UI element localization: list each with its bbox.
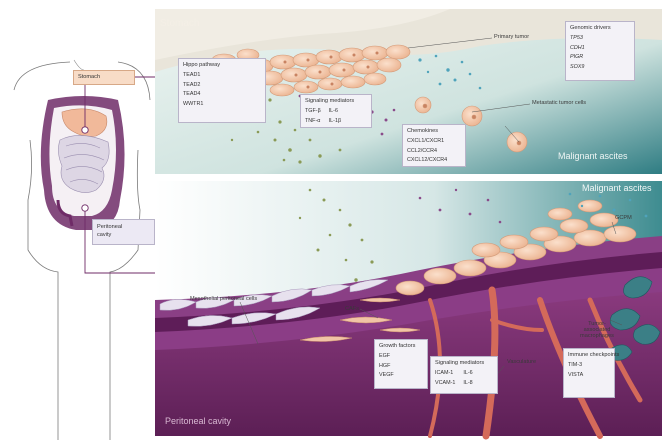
peritoneal-cavity-label: Peritoneal cavity (92, 219, 155, 245)
signaling-top-item: TNF-α (305, 117, 321, 124)
growth-item: EGF (379, 353, 391, 359)
top-panel-title: Stomach (160, 18, 200, 29)
bottom-panel-title: Malignant ascites (582, 183, 652, 193)
top-panel-malignant-ascites: Malignant ascites (558, 151, 628, 161)
bottom-signal-dots (298, 188, 648, 282)
hippo-item: TEAD1 (183, 72, 201, 78)
macrophages (609, 276, 661, 361)
signaling-bottom-title: Signaling mediators (435, 360, 485, 366)
genomic-drivers-title: Genomic drivers (570, 25, 611, 31)
metastatic-cells (414, 96, 528, 153)
hippo-item: WWTR1 (183, 100, 204, 107)
signaling-top-item: TGF-β (305, 108, 321, 114)
mesothelial-cells-label: Mesothelial peritoneal cells (190, 296, 258, 302)
chemokine-item: CXCL1/CXCR1 (407, 138, 445, 144)
signaling-mediators-top-box: Signaling mediators TGF-β TNF-α IL-6 IL-… (300, 94, 372, 128)
caf-cells (299, 297, 421, 342)
immune-item: VISTA (568, 371, 584, 378)
genomic-item: PIGR (570, 54, 584, 60)
bottom-panel-peritoneal-cavity: Peritoneal cavity (165, 416, 232, 426)
genomic-item: TP53 (570, 35, 583, 41)
genomic-item: CDH1 (570, 44, 585, 51)
growth-item: VEGF (379, 372, 394, 378)
gcpm-tumor-cells (395, 199, 637, 296)
chemokines-box: Chemokines CXCL1/CXCR1 CCL2/CCR4 CXCL12/… (402, 124, 466, 167)
metastatic-tumor-cells-label: Metastatic tumor cells (532, 100, 587, 106)
genomic-drivers-box: Genomic drivers TP53 CDH1 PIGR SOX9 (565, 21, 635, 81)
hippo-pathway-title: Hippo pathway (183, 62, 221, 68)
growth-item: HGF (379, 362, 391, 369)
signaling-bottom-item: IL-8 (463, 379, 473, 386)
growth-factors-box: Growth factors EGF HGF VEGF (374, 339, 428, 389)
human-torso-illustration (10, 58, 151, 441)
chemokines-title: Chemokines (407, 128, 439, 134)
signaling-mediators-bottom-box: Signaling mediators ICAM-1 VCAM-1 IL-6 I… (430, 356, 498, 394)
vasculature-label: Vasculature (507, 359, 537, 365)
connector-lines (81, 76, 155, 274)
gcpm-label: GCPM (615, 215, 632, 221)
primary-tumor-label: Primary tumor (494, 34, 530, 40)
immune-checkpoints-box: Immune checkpoints TIM-3 VISTA (563, 348, 620, 398)
hippo-item: TEAD2 (183, 81, 201, 88)
signaling-top-item: IL-6 (328, 108, 338, 114)
signaling-top-title: Signaling mediators (305, 98, 355, 104)
signaling-bottom-item: IL-6 (463, 370, 473, 376)
immune-item: TIM-3 (568, 362, 583, 368)
hippo-item: TEAD4 (183, 91, 201, 97)
chemokine-item: CCL2/CCR4 (407, 147, 437, 154)
hippo-pathway-box: Hippo pathway TEAD1 TEAD2 TEAD4 WWTR1 (178, 58, 266, 123)
signaling-bottom-item: ICAM-1 (435, 370, 454, 376)
signaling-top-item: IL-1β (328, 117, 342, 124)
tam-label: Tumor-associated macrophages (580, 321, 614, 339)
bottom-panel (155, 181, 662, 440)
mesothelial-cells (159, 279, 389, 327)
signaling-bottom-item: VCAM-1 (435, 379, 456, 386)
genomic-item: SOX9 (570, 63, 585, 70)
cafs-label: CAFs (345, 306, 359, 312)
growth-factors-title: Growth factors (379, 343, 416, 349)
immune-checkpoints-title: Immune checkpoints (568, 352, 620, 358)
chemokine-item: CXCL12/CXCR4 (407, 157, 448, 163)
stomach-label: Stomach (73, 70, 135, 85)
